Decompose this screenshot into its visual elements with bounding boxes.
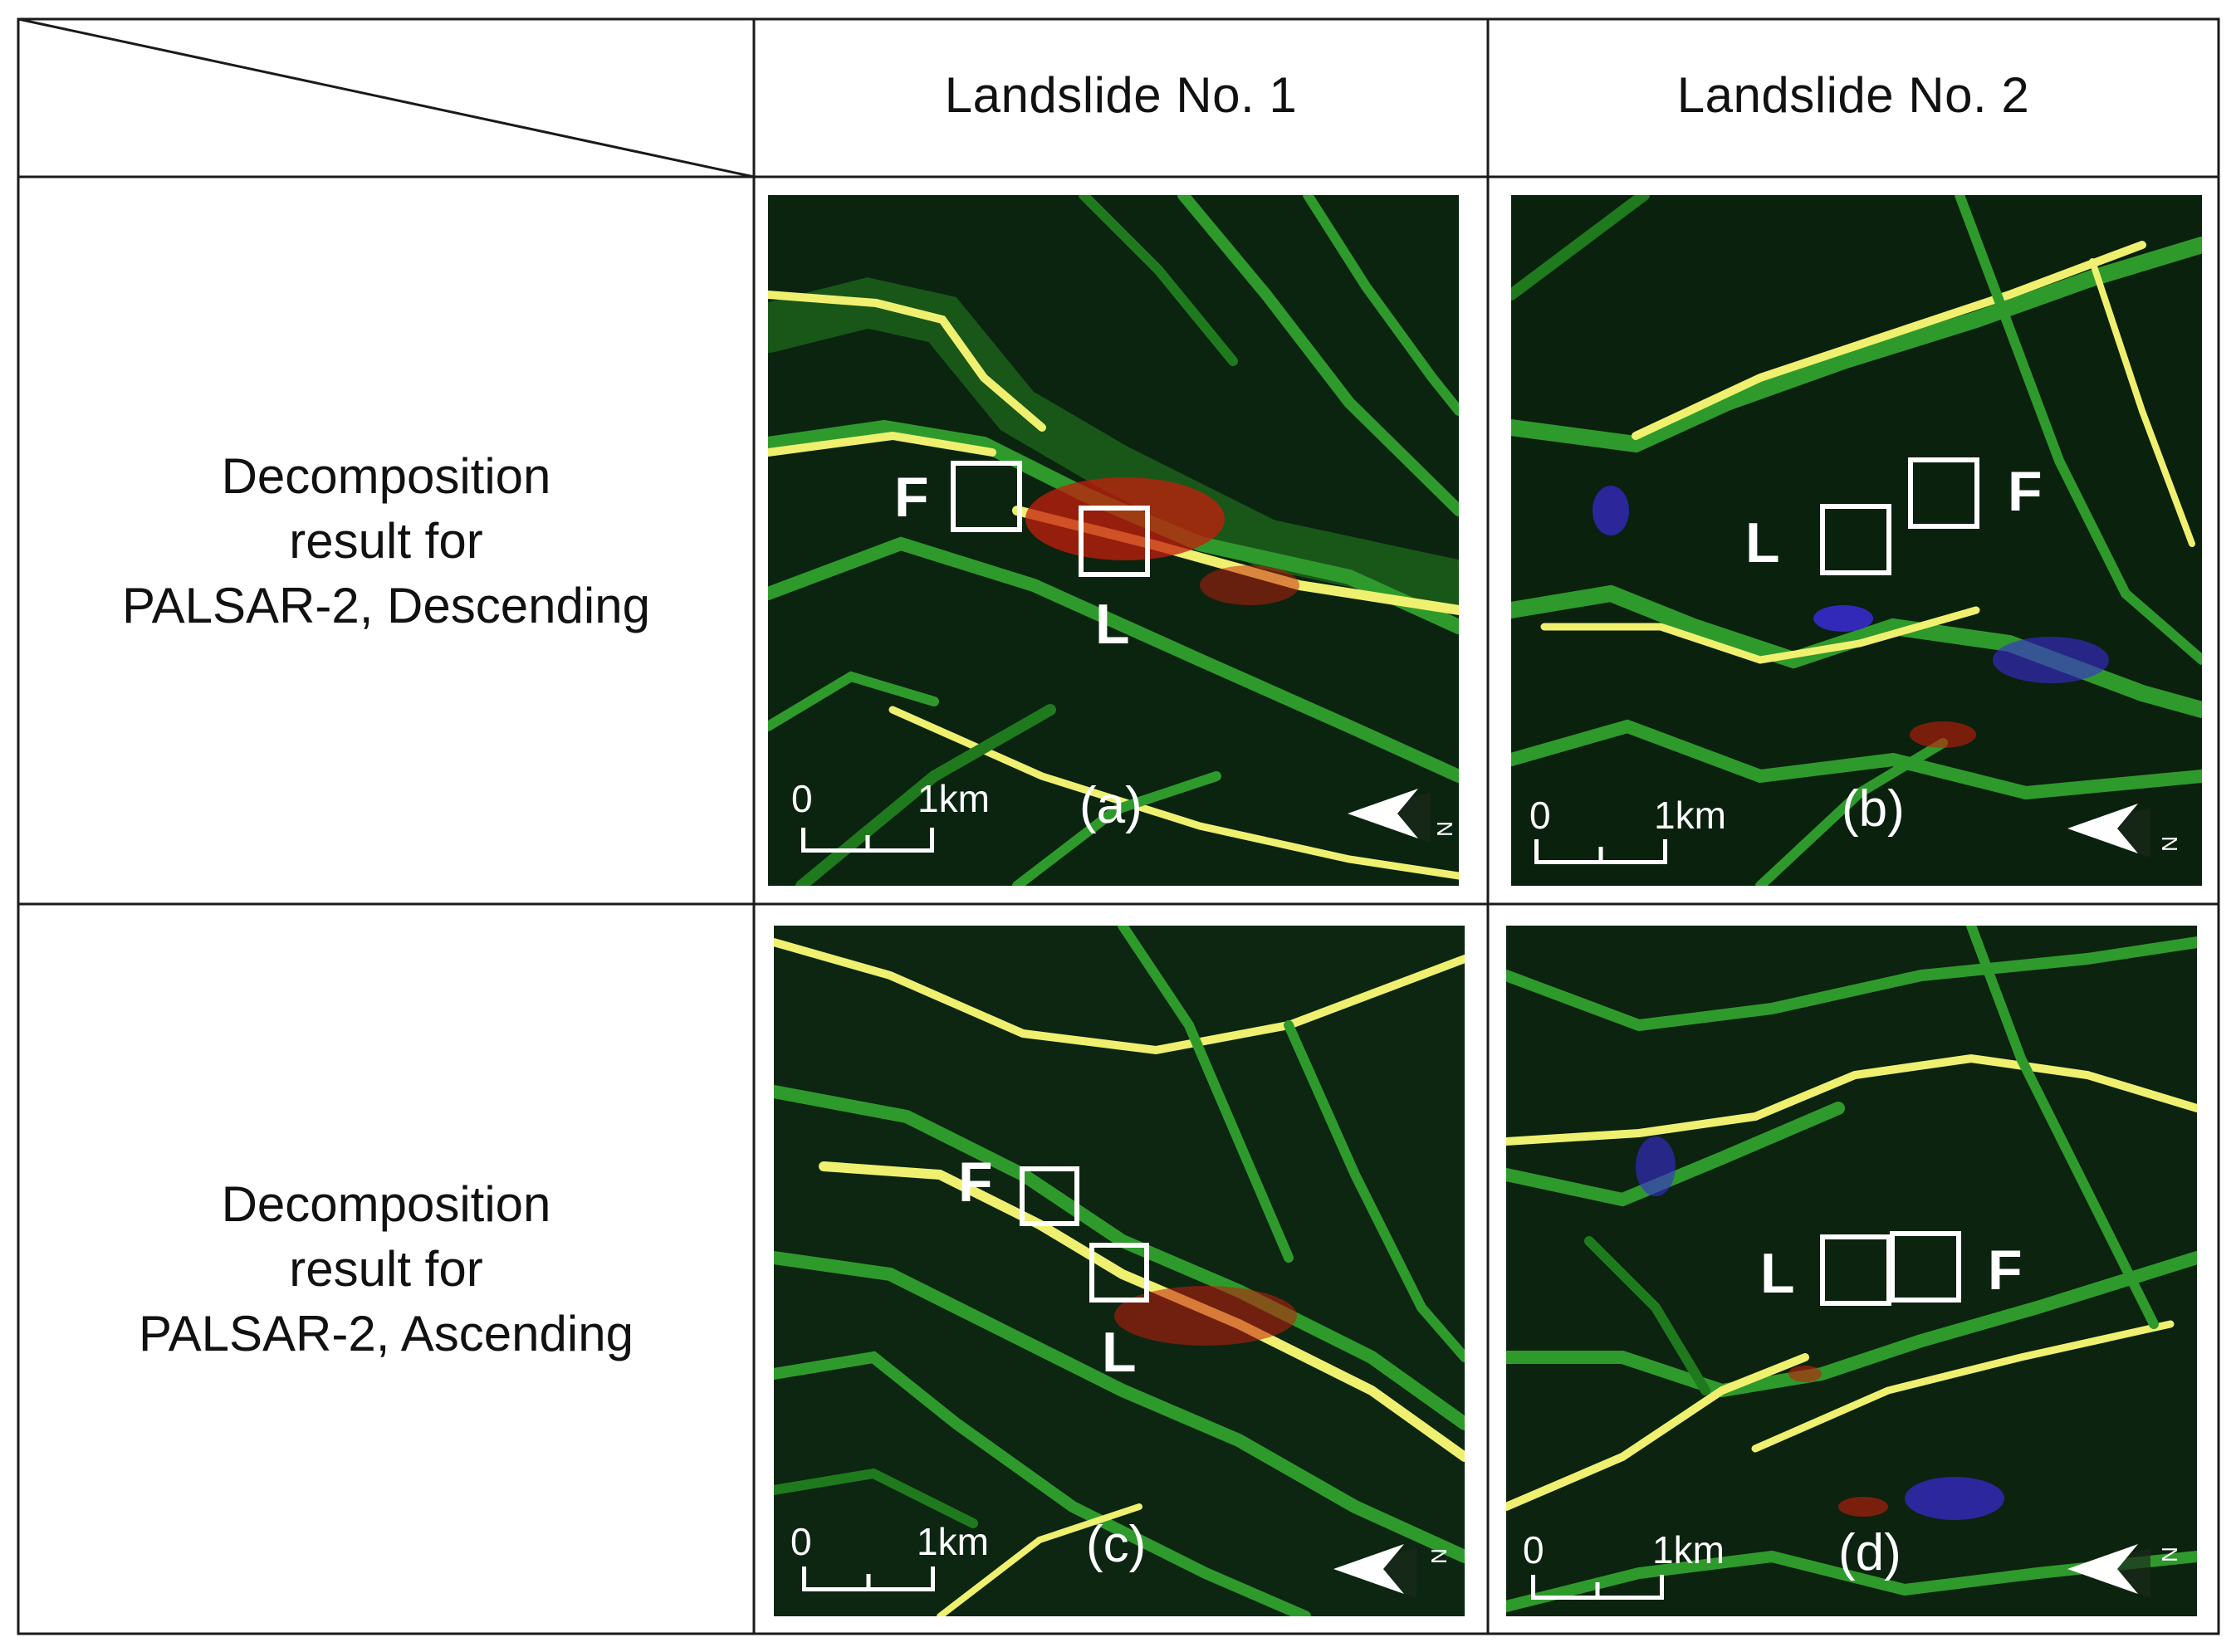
reference-mark: F <box>1988 1239 2023 1302</box>
scale-bar <box>1531 1575 1664 1600</box>
scale-start-label: 0 <box>1523 1528 1544 1571</box>
sar-texture <box>1511 195 2202 886</box>
panel-letter: (c) <box>1086 1516 1147 1573</box>
landslide-mark: L <box>1095 593 1130 656</box>
panel-d-image: L F 0 1km (d) N <box>1506 926 2197 1616</box>
landslide-mark: L <box>1745 511 1780 574</box>
column-header-landslide-2: Landslide No. 2 <box>1676 67 2030 123</box>
north-arrow-icon <box>2059 1532 2167 1606</box>
row-label-line: PALSAR-2, Ascending <box>139 1306 634 1361</box>
panel-letter: (b) <box>1842 780 1905 838</box>
panel-a-image: F L 0 1km (a) N <box>768 195 1459 886</box>
scale-bar <box>802 1566 935 1591</box>
north-label: N <box>2156 1547 2182 1562</box>
corner-diagonal <box>17 17 755 178</box>
landslide-box <box>1089 1243 1149 1303</box>
row-label-line: result for <box>289 1241 483 1297</box>
landslide-mark: L <box>1102 1321 1137 1384</box>
reference-mark: F <box>894 466 929 529</box>
row-label-descending: Decomposition result for PALSAR-2, Desce… <box>18 444 754 638</box>
landslide-box <box>1820 504 1891 575</box>
scale-start-label: 0 <box>1529 794 1551 837</box>
sar-texture <box>768 195 1459 886</box>
reference-box <box>1908 457 1979 529</box>
sar-texture <box>1506 926 2197 1616</box>
landslide-mark: L <box>1760 1242 1795 1305</box>
row-label-line: result for <box>289 513 483 569</box>
column-header-landslide-1: Landslide No. 1 <box>944 67 1298 123</box>
row-label-line: Decomposition <box>221 1176 551 1232</box>
panel-letter: (d) <box>1838 1524 1901 1581</box>
surface-blue-area <box>1636 1136 1676 1196</box>
table-border <box>17 17 2220 1635</box>
north-label: N <box>1431 821 1457 837</box>
row-label-ascending: Decomposition result for PALSAR-2, Ascen… <box>18 1172 754 1366</box>
scale-bar-tick <box>866 1574 871 1587</box>
reference-mark: F <box>958 1151 993 1214</box>
scale-end-label: 1km <box>1652 1528 1725 1571</box>
scale-end-label: 1km <box>917 777 990 820</box>
scale-end-label: 1km <box>917 1520 989 1563</box>
reference-mark: F <box>2008 460 2043 523</box>
landslide-box <box>1820 1234 1891 1306</box>
scale-start-label: 0 <box>790 1520 812 1563</box>
scale-bar-tick <box>865 835 870 848</box>
scale-bar <box>1534 839 1667 864</box>
panel-letter: (a) <box>1079 777 1142 834</box>
row-label-line: PALSAR-2, Descending <box>122 578 650 633</box>
surface-blue-area <box>1813 605 1873 632</box>
reference-box <box>1890 1231 1961 1303</box>
row-label-line: Decomposition <box>221 448 551 504</box>
reference-box <box>1020 1166 1079 1226</box>
north-arrow-icon <box>1325 1532 1433 1606</box>
scale-bar-tick <box>1595 1582 1600 1596</box>
panel-c-image: F L 0 1km (c) N <box>774 926 1465 1616</box>
north-label: N <box>2156 836 2182 852</box>
landslide-red-area <box>1025 477 1225 560</box>
north-label: N <box>1426 1548 1451 1564</box>
north-arrow-icon <box>2059 791 2167 866</box>
north-arrow-icon <box>1339 776 1447 851</box>
reference-box <box>951 461 1022 532</box>
scale-bar <box>801 828 934 853</box>
panel-b-image: L F 0 1km (b) N <box>1511 195 2202 886</box>
scale-end-label: 1km <box>1654 794 1726 837</box>
landslide-red-area <box>1114 1286 1297 1346</box>
sar-texture <box>774 926 1465 1616</box>
scale-start-label: 0 <box>791 777 813 820</box>
landslide-box <box>1079 506 1150 577</box>
scale-bar-tick <box>1598 847 1603 860</box>
